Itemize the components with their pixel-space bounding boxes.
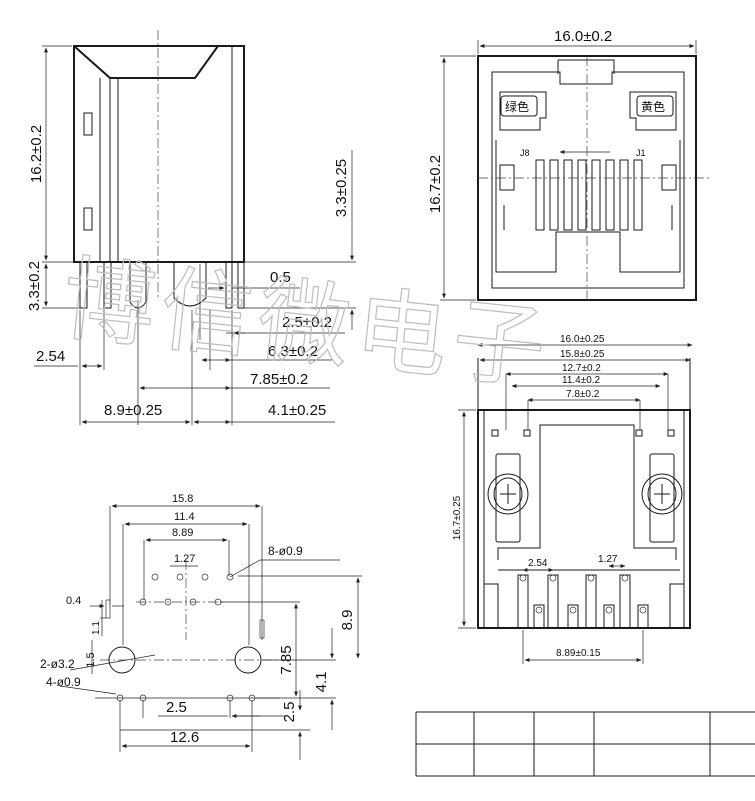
pcb-d3-label: 4.1 — [313, 672, 330, 693]
rear-pitch1-label: 2.54 — [528, 558, 548, 569]
side-top-flare — [73, 45, 219, 79]
led-yellow-label: 黄色 — [641, 100, 665, 114]
front-height-label: 16.7±0.2 — [427, 155, 444, 213]
pcb-layout: 15.8 11.4 8.89 1.27 8-ø0.9 0.4 1.1 — [40, 493, 362, 760]
front-view: 绿色 黄色 J8 J1 16.0±0.2 16.7±0.2 — [427, 28, 710, 301]
side-height-label: 16.2±0.2 — [28, 125, 45, 183]
pcb-d5-label: 2.5 — [166, 699, 187, 716]
side-d1-label: 2.5±0.2 — [282, 314, 332, 331]
led-green-label: 绿色 — [505, 99, 529, 114]
title-block — [415, 711, 755, 777]
side-d5-label: 4.1±0.25 — [268, 402, 326, 419]
pcb-holes2-label: 2-ø3.2 — [40, 657, 75, 671]
side-pin-width-label: 0.5 — [270, 269, 291, 286]
rear-pin-markers — [519, 574, 647, 614]
front-contacts — [535, 159, 643, 231]
pcb-w1-label: 15.8 — [172, 493, 193, 505]
rear-w4-label: 11.4±0.2 — [562, 375, 601, 386]
pin-j1-label: J1 — [636, 148, 646, 158]
side-d3-label: 7.85±0.2 — [250, 371, 308, 388]
pcb-w2-label: 11.4 — [174, 511, 195, 523]
pcb-slot-len-label: 1.1 — [91, 621, 102, 635]
pcb-d1-label: 8.9 — [339, 610, 356, 631]
pcb-w4-label: 1.27 — [174, 553, 195, 565]
rear-body — [477, 409, 691, 629]
rear-w1-label: 16.0±0.25 — [560, 334, 605, 345]
side-tab-height-label: 3.3±0.25 — [333, 159, 350, 217]
pin-j8-label: J8 — [520, 148, 530, 158]
rear-w5-label: 7.8±0.2 — [566, 389, 600, 400]
rear-w3-label: 12.7±0.2 — [562, 363, 601, 374]
pcb-slot-label: 0.4 — [66, 595, 81, 607]
front-width-label: 16.0±0.2 — [554, 28, 612, 45]
side-d2-label: 6.3±0.2 — [268, 343, 318, 360]
side-d4-label: 8.9±0.25 — [104, 402, 162, 419]
pcb-d6-label: 12.6 — [170, 729, 199, 746]
side-body — [73, 45, 245, 263]
pcb-holes8-label: 8-ø0.9 — [268, 544, 303, 558]
rear-pitch2-label: 1.27 — [598, 554, 618, 565]
rear-view: 16.0±0.25 15.8±0.25 12.7±0.2 11.4±0.2 7.… — [452, 334, 693, 664]
pcb-w3-label: 8.89 — [172, 527, 193, 539]
led-green-box — [500, 95, 538, 117]
rear-w2-label: 15.8±0.25 — [560, 349, 605, 360]
side-view: 16.2±0.2 3.3±0.2 3.3±0.25 0.5 2.5±0.2 6.… — [26, 30, 356, 425]
rear-height-label: 16.7±0.25 — [452, 495, 463, 540]
pcb-holes4-label: 4-ø0.9 — [46, 675, 81, 689]
rear-span-label: 8.89±0.15 — [556, 648, 601, 659]
led-yellow-box — [636, 95, 674, 117]
side-pitch-label: 2.54 — [36, 348, 65, 365]
pcb-d4-label: 2.5 — [281, 702, 298, 723]
pcb-signal-holes — [139, 573, 234, 606]
side-pin-height-label: 3.3±0.2 — [26, 261, 43, 311]
pcb-gap-label: 1.5 — [85, 652, 97, 667]
rear-contacts — [517, 574, 649, 629]
